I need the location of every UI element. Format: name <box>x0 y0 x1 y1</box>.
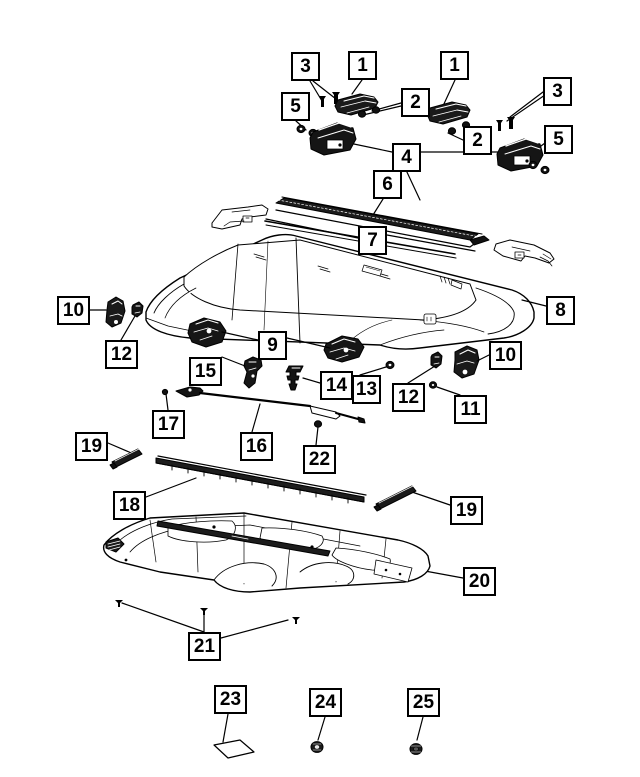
part-19-right-seal <box>373 485 417 512</box>
part-2-left-bolts <box>357 106 381 118</box>
callout-18[interactable]: 18 <box>113 491 146 520</box>
callout-16[interactable]: 16 <box>240 432 273 461</box>
callout-8[interactable]: 8 <box>546 296 575 325</box>
part-24-hex-nut <box>310 741 324 753</box>
callout-20[interactable]: 20 <box>463 567 496 596</box>
callout-17[interactable]: 17 <box>152 410 185 439</box>
part-17-clip <box>161 388 169 396</box>
part-23-patch <box>213 739 255 759</box>
callout-25[interactable]: 25 <box>407 688 440 717</box>
part-12-left-bumper <box>131 301 144 318</box>
leader-lines-mid <box>89 299 547 743</box>
part-22-grommet <box>313 420 323 428</box>
part-13-washer <box>385 360 395 370</box>
callout-22[interactable]: 22 <box>303 445 336 474</box>
callout-15[interactable]: 15 <box>189 357 222 386</box>
part-1-left-hinge <box>334 93 379 116</box>
callout-2b[interactable]: 2 <box>463 126 492 155</box>
part-21-clips <box>115 600 300 624</box>
part-15-safety-catch <box>243 356 263 389</box>
callout-12a[interactable]: 12 <box>105 340 138 369</box>
part-8-hood-panel <box>145 233 535 350</box>
part-11-screw <box>428 381 438 389</box>
part-1-right-hinge <box>426 101 471 125</box>
callout-10b[interactable]: 10 <box>489 341 522 370</box>
callout-13[interactable]: 13 <box>352 375 381 404</box>
callout-21[interactable]: 21 <box>188 632 221 661</box>
callout-3a[interactable]: 3 <box>291 52 320 81</box>
callout-6[interactable]: 6 <box>373 170 402 199</box>
callout-5b[interactable]: 5 <box>544 125 573 154</box>
callout-9[interactable]: 9 <box>258 331 287 360</box>
callout-7[interactable]: 7 <box>358 226 387 255</box>
callout-10a[interactable]: 10 <box>57 296 90 325</box>
part-6-cowl-weatherstrip <box>275 196 490 248</box>
part-3-right <box>496 117 515 131</box>
part-10-left-bracket <box>105 296 126 328</box>
part-18-front-seal <box>155 455 367 504</box>
callout-24[interactable]: 24 <box>309 688 342 717</box>
part-10-right-bracket <box>453 345 480 379</box>
callout-14[interactable]: 14 <box>320 371 353 400</box>
callout-11[interactable]: 11 <box>454 395 487 424</box>
cowl-bracket-left <box>211 204 269 230</box>
callout-23[interactable]: 23 <box>214 685 247 714</box>
part-20-insulation-pad <box>102 512 431 593</box>
callout-5a[interactable]: 5 <box>281 92 310 121</box>
part-16-prop-rod <box>175 386 366 424</box>
part-5-right <box>528 160 550 175</box>
part-9-catch-left <box>187 317 227 348</box>
part-9-catch-right <box>323 335 365 363</box>
part-19-left-seal <box>109 448 143 470</box>
part-25-flange-nut <box>409 743 423 755</box>
callout-12b[interactable]: 12 <box>392 383 425 412</box>
cowl-bracket-right <box>493 239 555 267</box>
callout-2a[interactable]: 2 <box>401 88 430 117</box>
callout-1b[interactable]: 1 <box>440 51 469 80</box>
part-12-right-bumper <box>430 351 443 369</box>
callout-3b[interactable]: 3 <box>543 77 572 106</box>
part-14-push-pin <box>285 365 304 391</box>
callout-4[interactable]: 4 <box>392 143 421 172</box>
callout-1a[interactable]: 1 <box>348 51 377 80</box>
part-4-left-striker <box>309 122 357 156</box>
callout-19b[interactable]: 19 <box>450 496 483 525</box>
callout-19a[interactable]: 19 <box>75 432 108 461</box>
